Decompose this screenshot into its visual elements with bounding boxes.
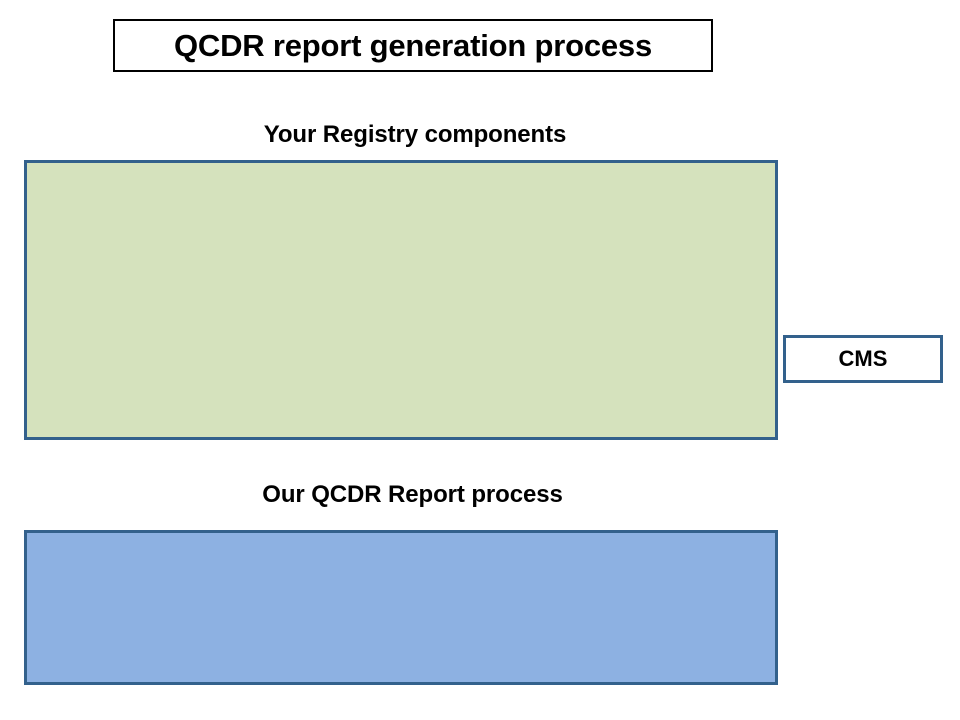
section-label-qcdr-report-process: Our QCDR Report process [262, 481, 563, 508]
slide-title-box: QCDR report generation process [113, 19, 713, 72]
cms-node-label: CMS [838, 346, 888, 371]
cms-node: CMS [783, 335, 943, 383]
registry-components-panel [24, 160, 778, 440]
section-label-registry: Your Registry components [263, 121, 567, 148]
qcdr-report-process-panel [24, 530, 778, 685]
page-title: QCDR report generation process [173, 28, 653, 63]
